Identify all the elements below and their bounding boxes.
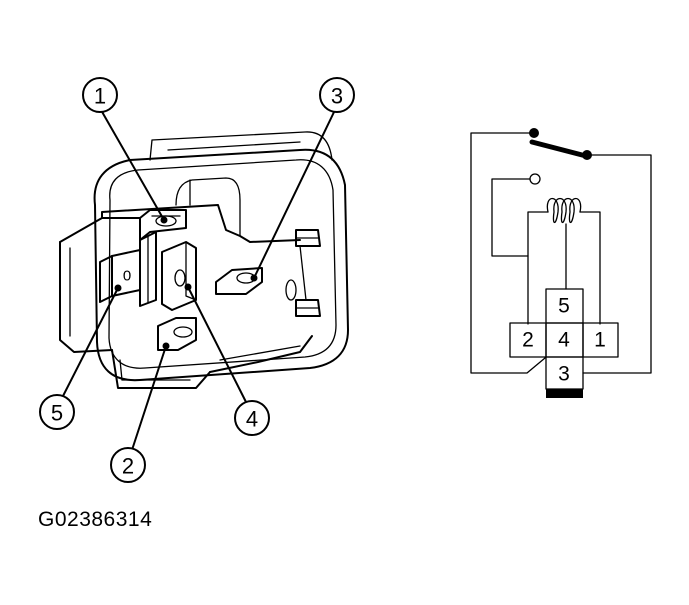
callout-2-label: 2 <box>122 454 134 479</box>
relay-schematic: 5 2 4 1 3 <box>470 128 652 398</box>
callout-4-label: 4 <box>246 407 258 432</box>
schematic-pin-1: 1 <box>594 329 606 352</box>
switch-arm <box>529 139 589 159</box>
callout-4: 4 <box>234 400 270 436</box>
callout-3-label: 3 <box>331 84 343 109</box>
figure-reference-code: G02386314 <box>38 508 153 531</box>
relay-connector-illustration: 0 <box>59 131 349 389</box>
callout-5: 5 <box>39 394 75 430</box>
callout-leader-lines <box>61 109 336 451</box>
coil-icon <box>527 197 601 325</box>
callout-1-label: 1 <box>94 84 106 109</box>
schematic-pin-3: 3 <box>558 363 570 386</box>
callout-1: 1 <box>82 77 118 113</box>
callout-5-label: 5 <box>51 401 63 426</box>
schematic-pin-5: 5 <box>558 295 570 318</box>
callout-3: 3 <box>319 77 355 113</box>
switch-contact-icon <box>582 150 592 160</box>
schematic-pin-2: 2 <box>522 329 534 352</box>
open-contact-icon <box>529 173 541 185</box>
switch-pivot-icon <box>529 128 539 138</box>
callout-2: 2 <box>110 447 146 483</box>
schematic-pin-4: 4 <box>558 329 570 352</box>
pin-3-marker-bar <box>546 389 583 398</box>
terminal-mark-left: 0 <box>123 268 131 285</box>
